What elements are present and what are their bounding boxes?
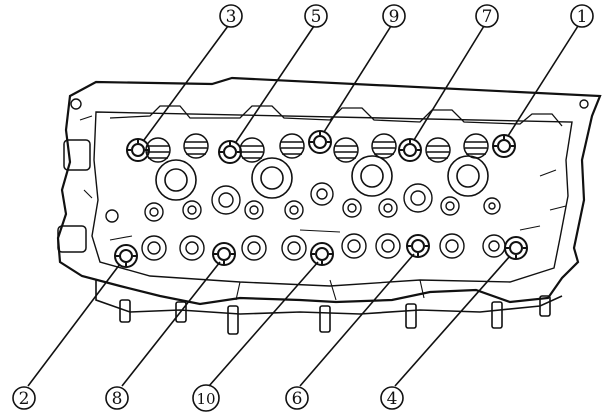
- callout-2: 2: [12, 386, 36, 410]
- callout-10-label: 10: [196, 390, 215, 408]
- head-bolt-1: [492, 134, 516, 158]
- lower-flange: [95, 280, 563, 315]
- head-bolt-7: [398, 138, 422, 162]
- callout-6-label: 6: [292, 389, 303, 409]
- callout-5-label: 5: [311, 7, 322, 27]
- mid-bosses: [105, 182, 501, 223]
- dowel-right-top: [579, 99, 589, 109]
- head-bolt-8: [212, 242, 236, 266]
- plug-bosses: [155, 155, 489, 201]
- callout-9-label: 9: [389, 7, 400, 27]
- callout-7: 7: [475, 4, 499, 28]
- leader-lines: [27, 25, 579, 387]
- cylinder-head-illustration: [56, 76, 602, 335]
- callouts: 3 5 9 7 1 2 8 10: [12, 4, 594, 412]
- dowel-left-top: [70, 98, 82, 110]
- head-bolts: [114, 130, 528, 268]
- callout-9: 9: [382, 4, 406, 28]
- callout-3-label: 3: [226, 7, 237, 27]
- callout-8: 8: [105, 386, 129, 410]
- callout-5: 5: [304, 4, 328, 28]
- head-bolt-3: [126, 138, 150, 162]
- callout-1-label: 1: [577, 7, 588, 27]
- valve-springs-upper: [145, 133, 489, 163]
- head-bolt-4: [504, 236, 528, 260]
- callout-1: 1: [570, 4, 594, 28]
- callout-10: 10: [192, 384, 220, 412]
- deck-border: [91, 111, 573, 287]
- head-outline: [56, 76, 602, 306]
- exhaust-studs: [119, 295, 551, 335]
- callout-7-label: 7: [482, 7, 493, 27]
- head-bolt-5: [218, 140, 242, 164]
- head-bolt-2: [114, 244, 138, 268]
- casting-details: [79, 115, 567, 301]
- head-bolt-9: [308, 130, 332, 154]
- upper-rail: [109, 105, 563, 127]
- lower-bosses: [141, 233, 506, 261]
- callout-2-label: 2: [19, 389, 30, 409]
- end-boss-left-lower: [57, 225, 87, 253]
- callout-3: 3: [219, 4, 243, 28]
- callout-4-label: 4: [387, 389, 398, 409]
- head-bolt-10: [310, 242, 334, 266]
- end-boss-left: [63, 139, 91, 171]
- callout-8-label: 8: [112, 389, 123, 409]
- callout-6: 6: [285, 386, 309, 410]
- head-bolt-6: [406, 234, 430, 258]
- callout-4: 4: [380, 386, 404, 410]
